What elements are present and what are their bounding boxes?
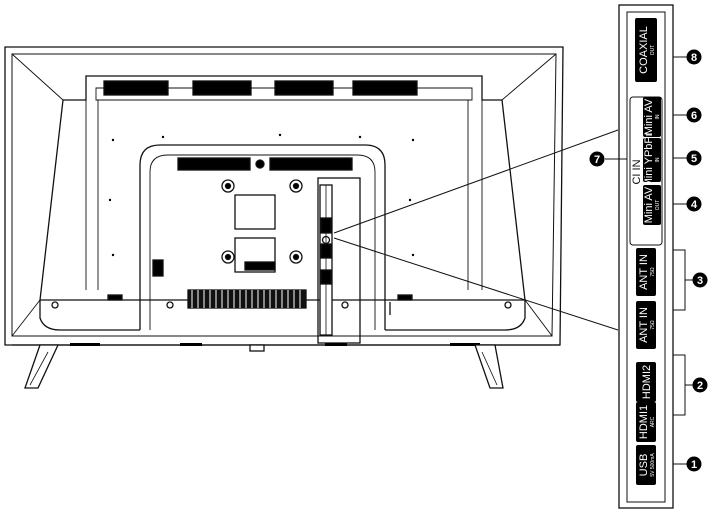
top-vent [274,80,334,96]
port-ant-in-2: ANT IN 75Ω [636,301,656,349]
zoom-lines [333,129,619,331]
port-sublabel: 75Ω [650,320,656,330]
screw-dots [108,133,415,257]
callout-leaders [605,56,693,465]
port-hdmi1: HDMI1 ARC [636,402,656,442]
port-label: HDMI1 [638,405,650,439]
callout-5-badge: 5 [686,150,702,166]
port-coaxial: COAXIAL OUT [635,18,657,82]
port-label: HDMI2 [641,365,653,399]
callout-8-badge: 8 [686,49,702,65]
port-sublabel: IN [655,114,661,119]
port-label: USB [638,454,650,477]
port-strip: COAXIAL OUT Mini AV IN Mini YPbPr IN Min… [618,4,674,509]
svg-text:4: 4 [691,199,698,211]
port-ant-in-1: ANT IN 75Ω [636,248,656,296]
top-vent [352,80,418,96]
left-stand-foot [24,344,60,389]
svg-text:3: 3 [697,275,703,287]
svg-text:6: 6 [691,110,697,122]
port-sublabel: 5V 500mA [650,453,656,477]
port-sublabel: OUT [655,200,661,211]
vesa-screw [221,250,235,264]
svg-text:5: 5 [691,153,697,165]
port-label: Mini AV [643,98,655,135]
vesa-mount-plate [234,194,276,230]
port-label: CI IN [631,159,643,184]
port-label: COAXIAL [638,26,650,74]
port-usb: USB 5V 500mA [636,445,656,485]
center-housing [139,144,386,330]
callout-badges: 8 6 5 4 3 2 1 7 [589,49,708,472]
callout-7-badge: 7 [589,151,605,167]
port-label: ANT IN [638,307,650,343]
port-sublabel: 75Ω [650,267,656,277]
back-cover [39,75,526,301]
housing-top-vent [177,157,251,171]
callout-2-badge: 2 [692,377,708,393]
vesa-screw [289,179,303,193]
callout-3-badge: 3 [692,272,708,288]
vesa-screw [221,179,235,193]
port-sublabel: IN [655,157,661,162]
port-mini-av-in: Mini AV IN [643,97,661,137]
top-vent [192,80,252,96]
svg-text:8: 8 [691,52,697,64]
svg-text:1: 1 [691,459,697,471]
callout-4-badge: 4 [686,196,702,212]
port-sublabel: ARC [650,416,656,427]
port-label: ANT IN [638,254,650,290]
port-label: Mini AV [643,186,655,223]
port-mini-ypbpr-in: Mini YPbPr IN [643,132,661,187]
right-speaker-area [385,300,526,331]
port-mini-av-out: Mini AV OUT [643,185,661,225]
port-sublabel: OUT [650,45,656,56]
svg-text:2: 2 [697,380,703,392]
ci-in-label: CI IN [631,159,643,184]
power-inlet [152,259,164,277]
left-speaker-area [39,300,140,331]
svg-text:7: 7 [594,154,600,166]
top-vent [103,80,169,96]
tv-back-view [4,46,564,389]
callout-1-badge: 1 [686,456,702,472]
vesa-screw [289,250,303,264]
callout-6-badge: 6 [686,107,702,123]
port-label: Mini YPbPr [643,132,655,187]
port-hdmi2: HDMI2 [636,362,656,402]
